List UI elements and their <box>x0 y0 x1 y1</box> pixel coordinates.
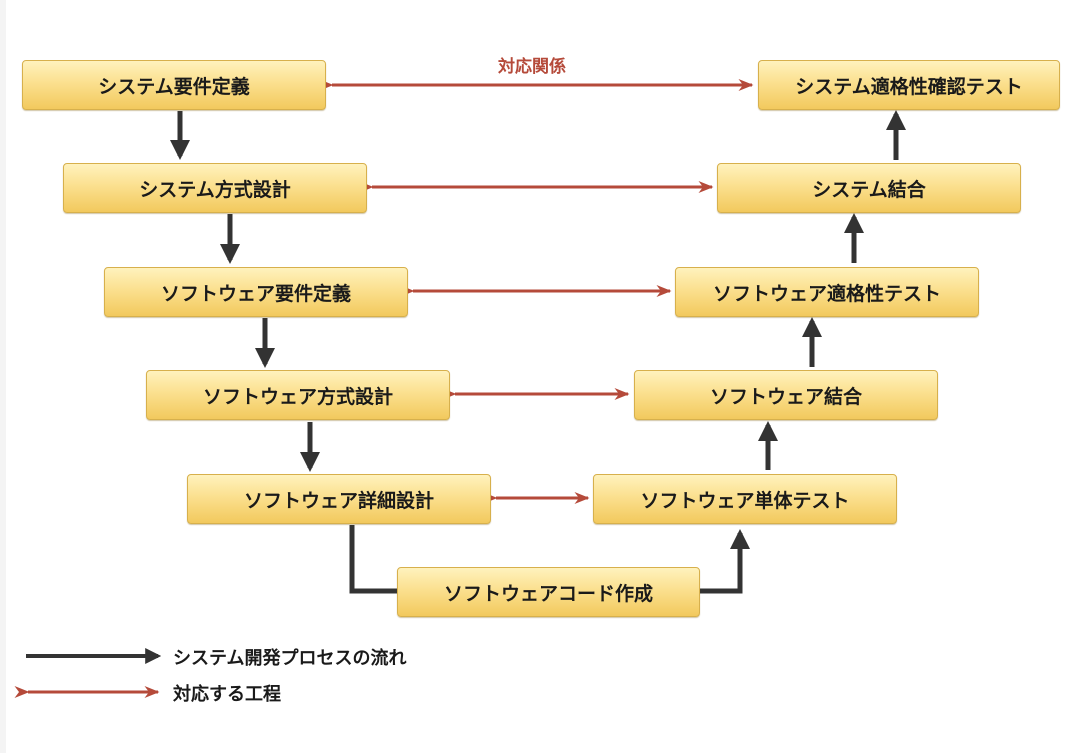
box-system-integration: システム結合 <box>717 163 1021 213</box>
box-system-qualification-test: システム適格性確認テスト <box>758 60 1060 110</box>
box-software-detailed-design: ソフトウェア詳細設計 <box>187 474 491 524</box>
box-software-architecture: ソフトウェア方式設計 <box>146 370 450 420</box>
box-software-coding: ソフトウェアコード作成 <box>397 567 700 617</box>
flow-arrow-to-code <box>349 525 397 594</box>
box-software-unit-test: ソフトウェア単体テスト <box>593 474 897 524</box>
relation-caption: 対応関係 <box>498 57 566 77</box>
box-software-requirements: ソフトウェア要件定義 <box>104 267 408 317</box>
legend-flow-label: システム開発プロセスの流れ <box>173 648 407 669</box>
flow-arrow-from-code <box>700 529 750 594</box>
box-system-architecture: システム方式設計 <box>63 163 367 213</box>
box-system-requirements: システム要件定義 <box>22 60 326 110</box>
box-software-integration: ソフトウェア結合 <box>634 370 938 420</box>
box-software-qualification-test: ソフトウェア適格性テスト <box>675 267 979 317</box>
legend-correspondence-label: 対応する工程 <box>173 684 281 705</box>
